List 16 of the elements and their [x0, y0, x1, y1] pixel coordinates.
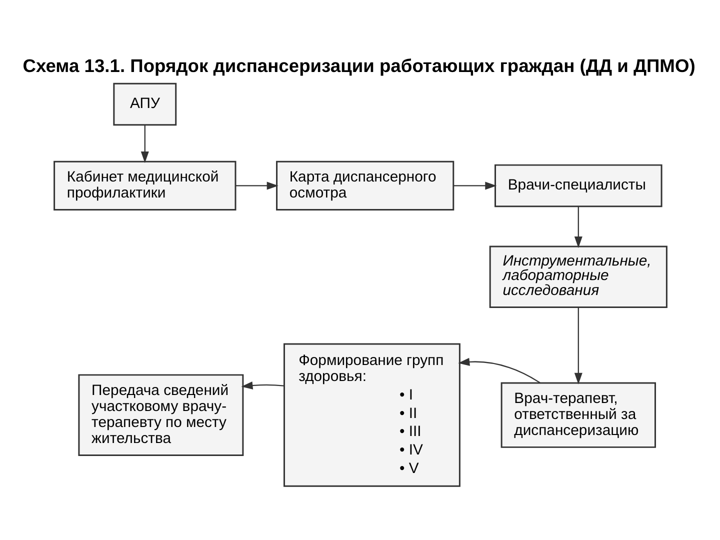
node-box: Передача сведений участковому врачу-терапевту по месту жительства	[78, 374, 244, 456]
node-box: Врач-терапевт, ответственный за диспансеризацию	[500, 382, 656, 448]
diagram-title: Схема 13.1. Порядок диспансеризации работающих граждан (ДД и ДПМО)	[22, 54, 695, 76]
arrow	[574, 308, 582, 384]
arrow	[574, 206, 582, 248]
arrow	[235, 182, 278, 190]
node-box: Инструментальные, лабораторные исследования	[488, 246, 667, 308]
node-box: Врачи-специалисты	[494, 164, 662, 208]
arrow	[458, 358, 540, 384]
node-box: Формирование групп здоровья: • I • II • III • IV • V	[283, 343, 460, 487]
node-box: Карта диспансерного осмотра	[276, 160, 454, 211]
arrow	[452, 182, 496, 190]
arrow	[240, 381, 284, 390]
node-box: АПУ	[112, 82, 176, 126]
node-box: Кабинет медицинской профилактики	[53, 160, 236, 211]
arrow	[140, 125, 148, 164]
